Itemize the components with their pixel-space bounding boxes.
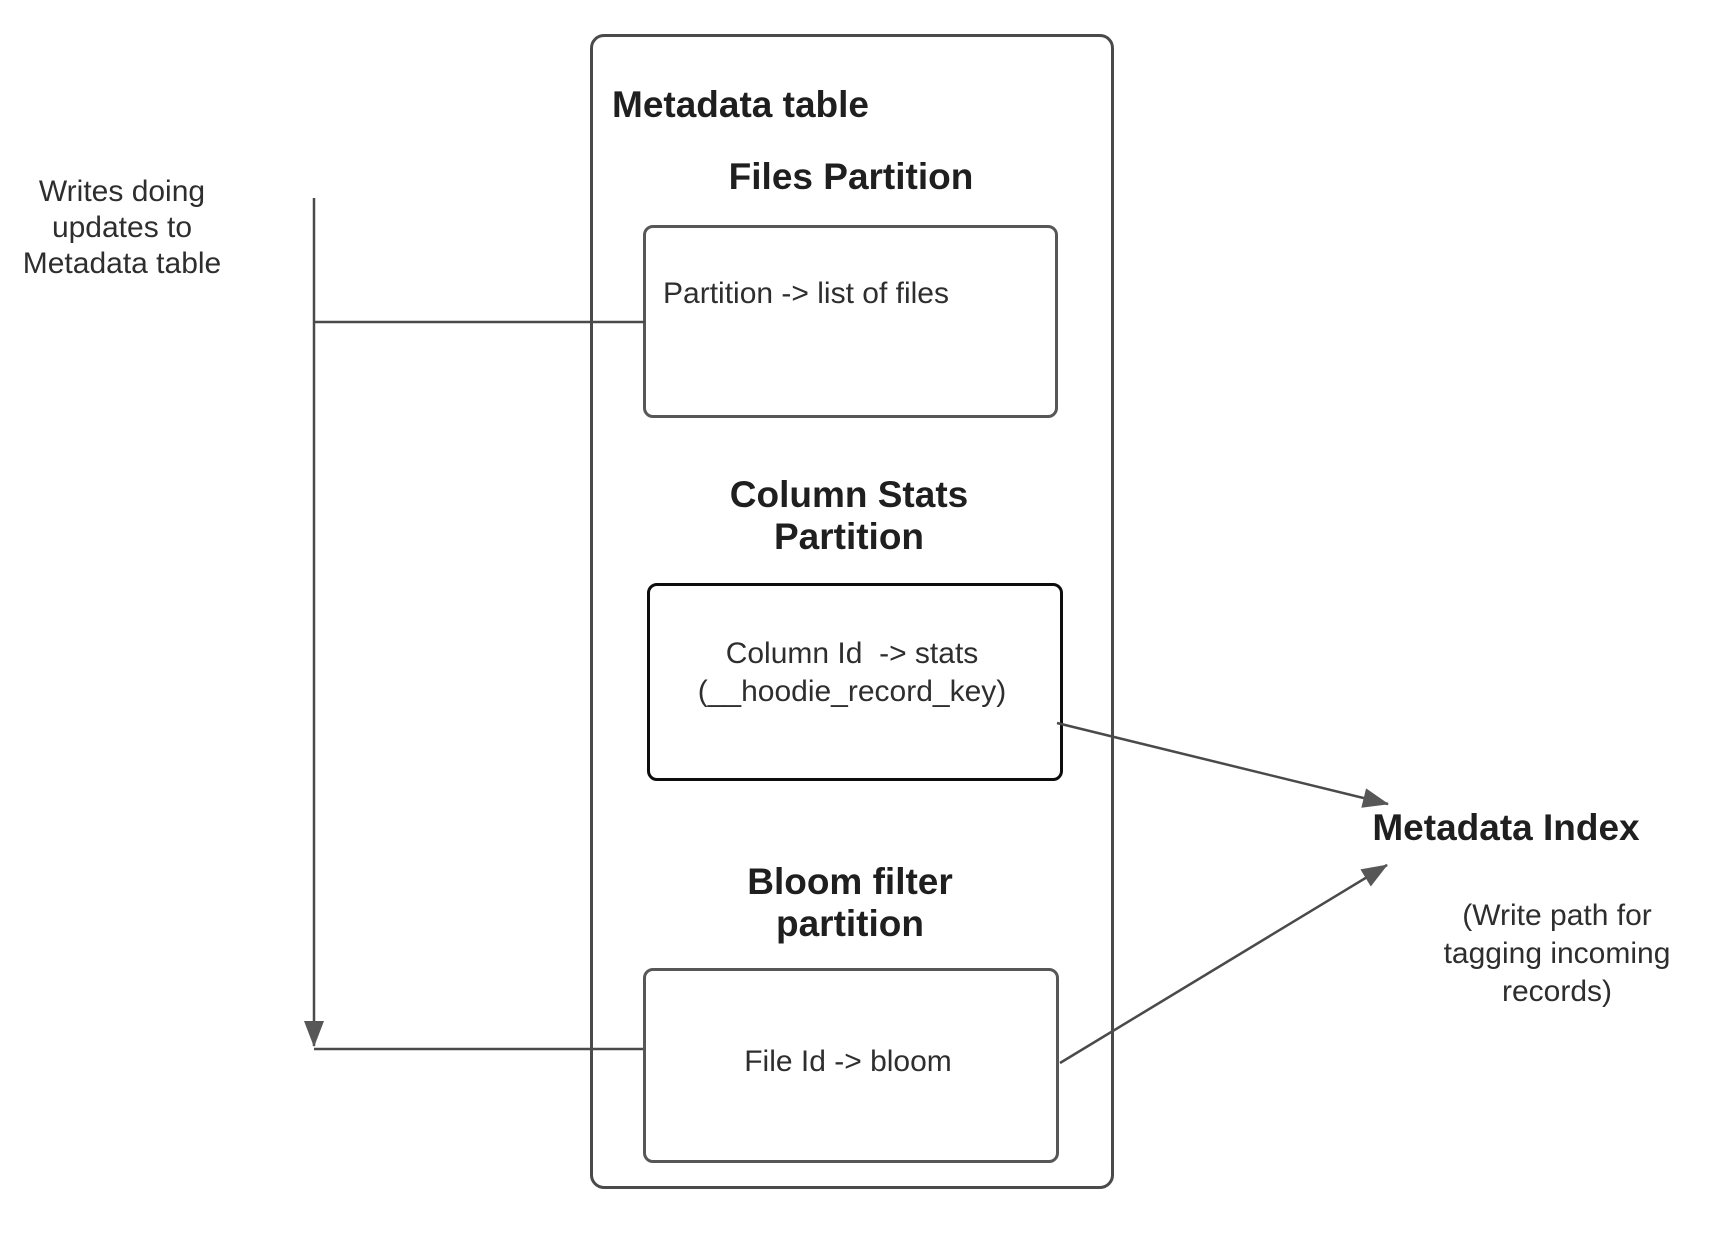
bloom-filter-mapping-label: File Id -> bloom: [744, 1045, 952, 1078]
metadata-table-container: [590, 34, 1114, 1189]
metadata-index-subtitle: (Write path for tagging incoming records…: [1443, 899, 1671, 1008]
bloom-filter-partition-box: [643, 968, 1059, 1163]
column-stats-partition-heading: Column Stats Partition: [729, 474, 969, 557]
files-partition-heading: Files Partition: [728, 156, 974, 197]
files-partition-mapping-label: Partition -> list of files: [663, 277, 949, 310]
column-stats-mapping-label: Column Id -> stats (__hoodie_record_key): [697, 637, 1007, 708]
column-stats-partition-box: [647, 583, 1063, 781]
bloom-filter-partition-heading: Bloom filter partition: [747, 861, 953, 944]
metadata-table-title: Metadata table: [612, 84, 870, 125]
writes-note: Writes doing updates to Metadata table: [22, 175, 222, 280]
metadata-index-title: Metadata Index: [1372, 807, 1640, 848]
files-partition-box: [643, 225, 1058, 418]
